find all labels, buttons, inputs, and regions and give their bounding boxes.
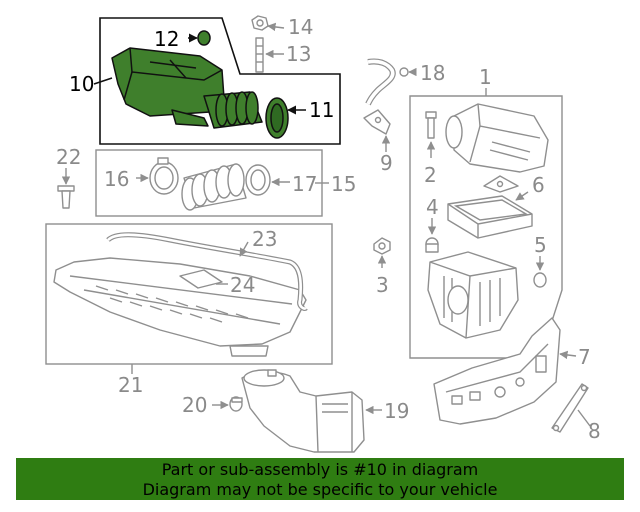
part-13-bolt[interactable] [255, 37, 264, 73]
part-17-clamp[interactable] [245, 164, 271, 196]
callout-24: 24 [230, 273, 255, 297]
part-4-grommet[interactable] [425, 237, 439, 253]
callout-10: 10 [69, 72, 94, 96]
callout-20: 20 [182, 393, 207, 417]
part-12-grommet[interactable] [197, 30, 211, 46]
air-duct-bellows [203, 91, 263, 129]
callout-3: 3 [376, 273, 389, 297]
banner-line-2: Diagram may not be specific to your vehi… [142, 480, 498, 499]
part-10-group: 12 11 10 [69, 17, 341, 145]
part-6-bracket[interactable] [483, 175, 519, 193]
callout-18: 18 [420, 61, 445, 85]
part-18-hose[interactable] [365, 58, 409, 106]
callout-17: 17 [292, 172, 317, 196]
part-2-bolt[interactable] [425, 111, 437, 139]
callout-7: 7 [578, 345, 591, 369]
callout-9: 9 [380, 151, 393, 175]
part-5-grommet[interactable] [533, 272, 547, 288]
callout-4: 4 [426, 195, 439, 219]
part-14-nut[interactable] [251, 15, 269, 31]
part-1-lower-housing[interactable] [427, 251, 519, 339]
part-1-upper-housing[interactable] [445, 103, 549, 173]
part-16-clamp[interactable] [149, 157, 179, 195]
part-10-frame [99, 17, 341, 145]
part-24-label[interactable] [179, 269, 223, 289]
callout-22: 22 [56, 145, 81, 169]
callout-12: 12 [154, 27, 179, 51]
part-8-stay[interactable] [551, 383, 589, 433]
box-21 [45, 223, 333, 365]
part-19-inlet-duct[interactable] [241, 369, 365, 453]
part-6-filter-element[interactable] [447, 195, 533, 239]
callout-14: 14 [288, 15, 313, 39]
callout-5: 5 [534, 233, 547, 257]
callout-15: 15 [331, 172, 356, 196]
callout-16: 16 [104, 167, 129, 191]
part-22-clip[interactable] [57, 185, 75, 209]
part-16-17-duct [181, 163, 247, 211]
callout-1: 1 [479, 65, 492, 89]
callout-2: 2 [424, 163, 437, 187]
air-cleaner-cover[interactable] [111, 47, 225, 127]
callout-6: 6 [532, 173, 545, 197]
part-23-hose[interactable] [106, 232, 308, 311]
part-21-under-cover[interactable] [53, 257, 307, 357]
part-3-nut[interactable] [373, 237, 391, 255]
part-7-mount-bracket[interactable] [433, 317, 561, 425]
part-9-bracket[interactable] [363, 109, 391, 135]
callout-8: 8 [588, 419, 601, 443]
callout-13: 13 [286, 42, 311, 66]
callout-11: 11 [309, 98, 334, 122]
callout-23: 23 [252, 227, 277, 251]
banner-line-1: Part or sub-assembly is #10 in diagram [161, 460, 479, 479]
callout-21: 21 [118, 373, 143, 397]
info-banner: Part or sub-assembly is #10 in diagram D… [16, 458, 624, 500]
callout-19: 19 [384, 399, 409, 423]
part-20-grommet[interactable] [229, 396, 243, 412]
